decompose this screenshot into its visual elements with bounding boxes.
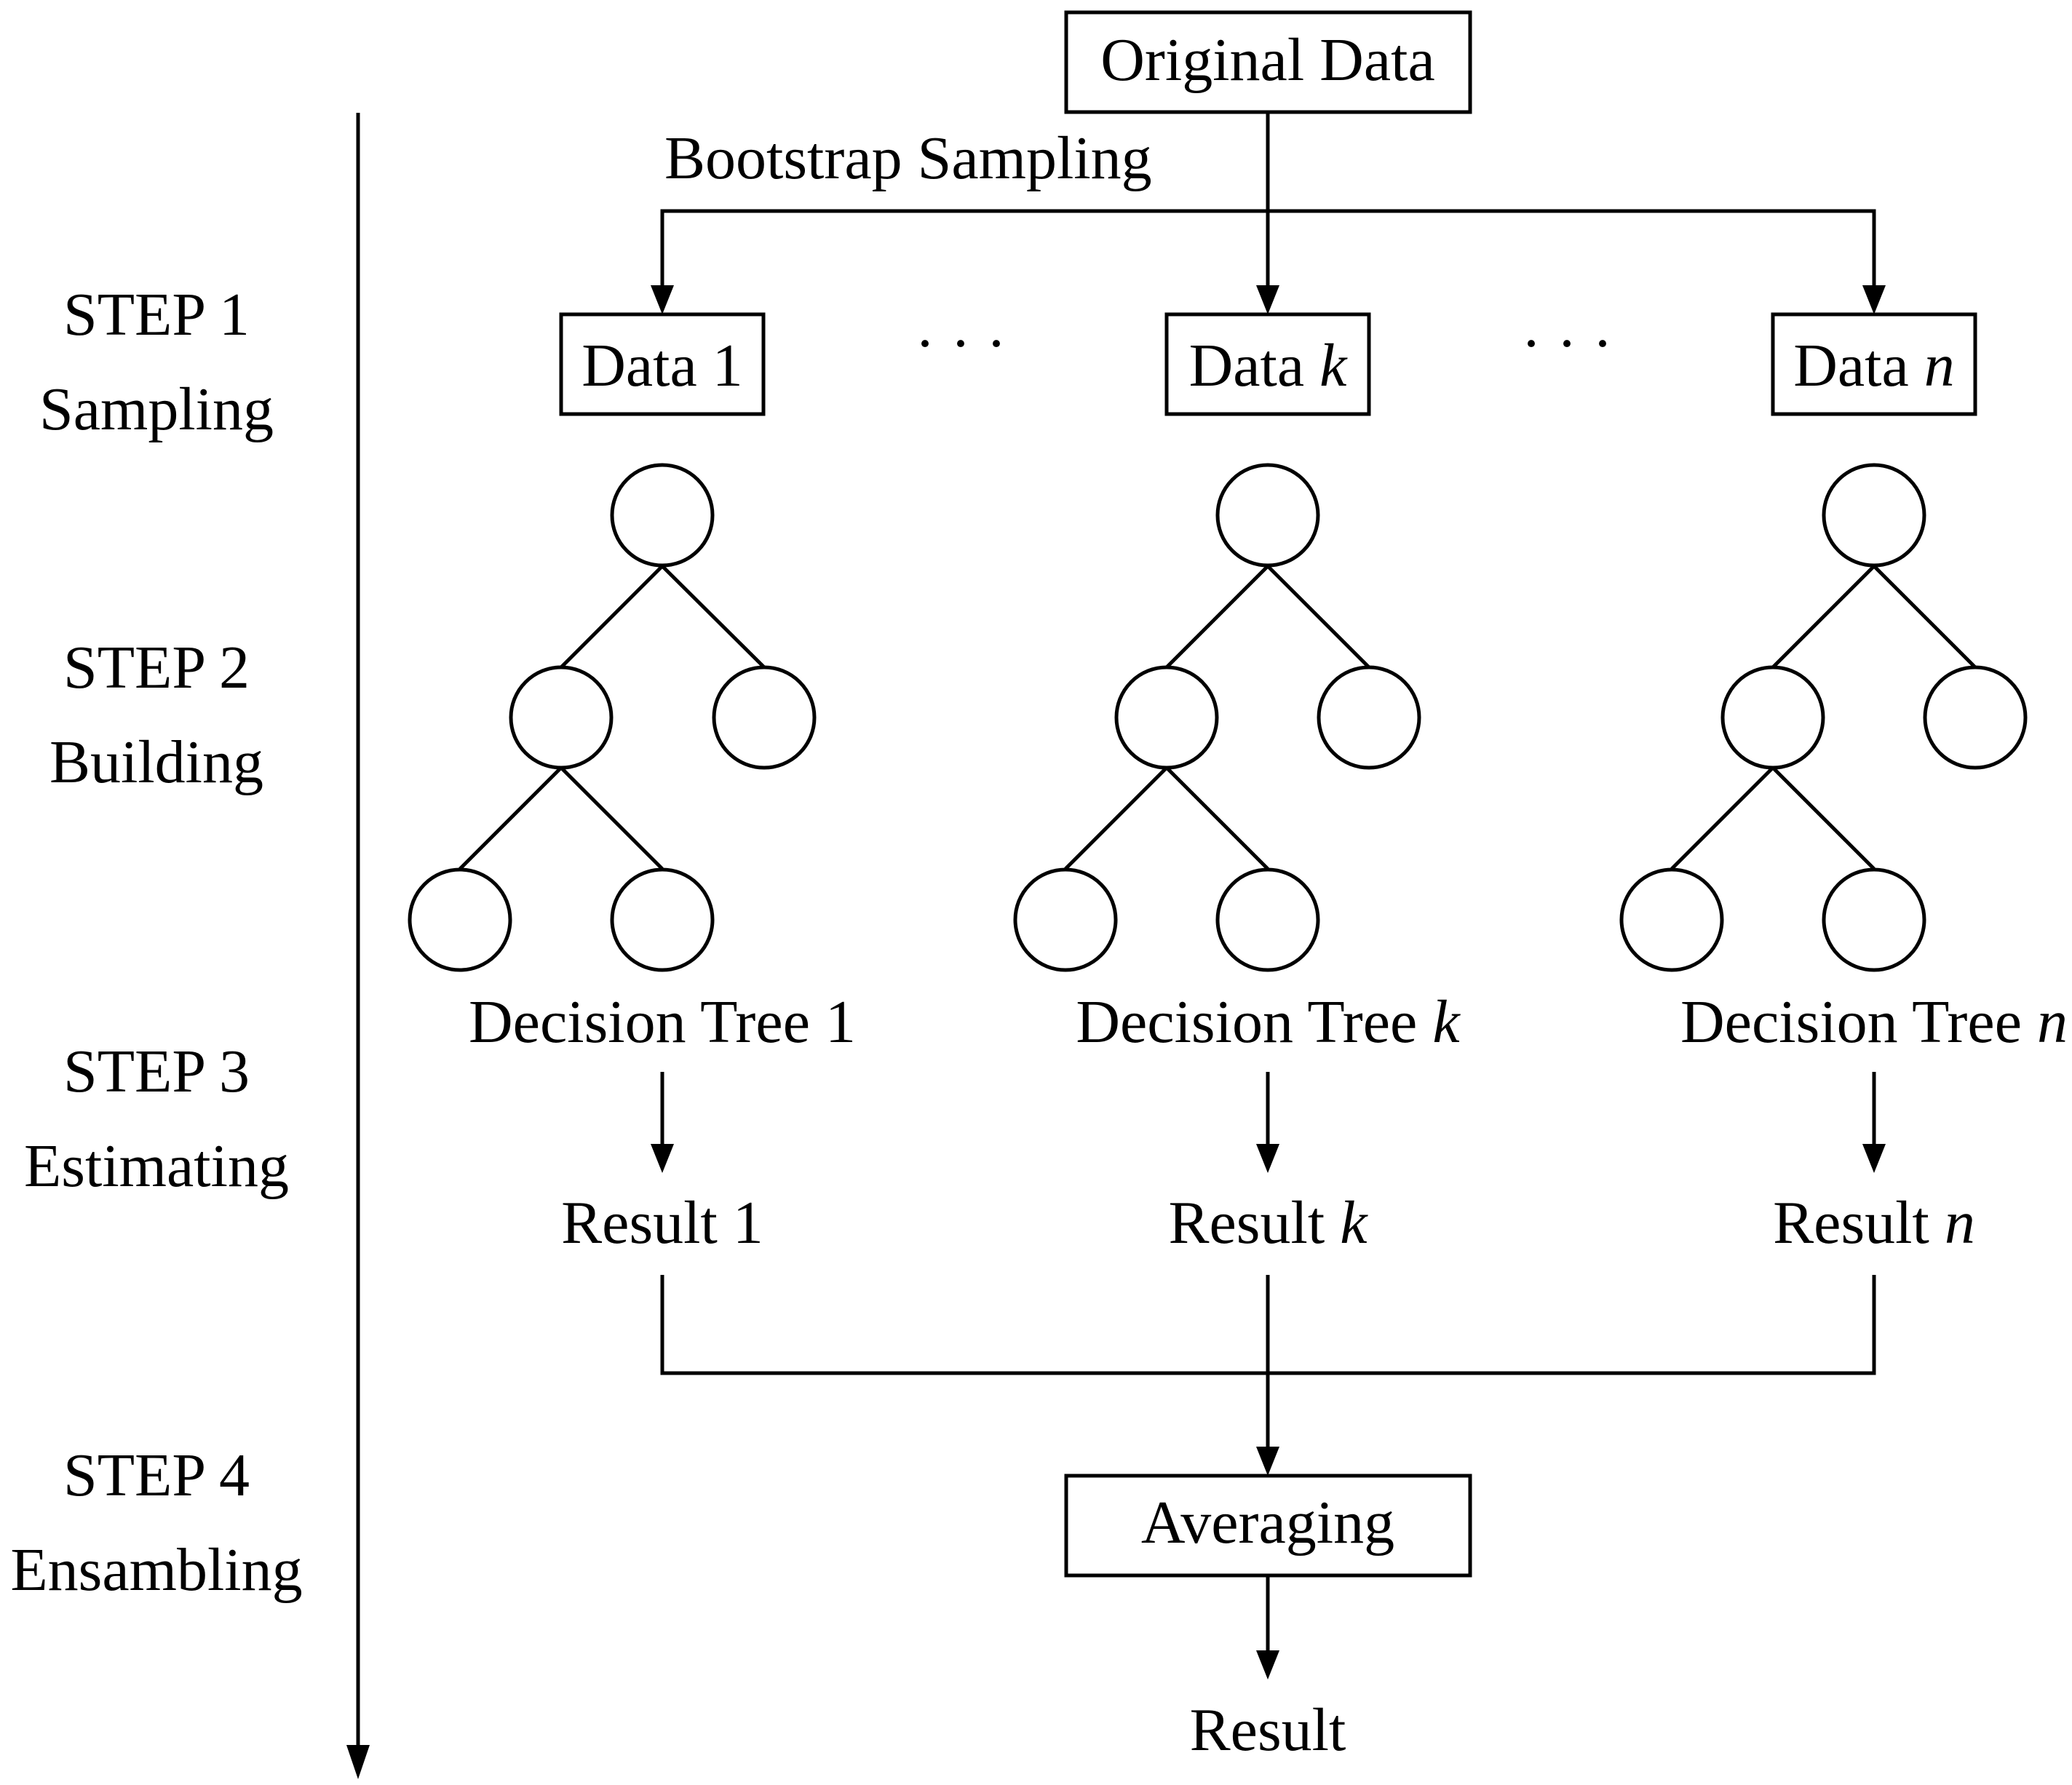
arrowhead-to-result-k — [1256, 1144, 1279, 1173]
arrowhead-to-data-1 — [651, 285, 674, 314]
tree-leaf-node — [610, 867, 715, 972]
decision-tree-k-index: k — [1432, 988, 1461, 1056]
tree-edge — [560, 766, 664, 870]
tree-leaf-node — [1619, 867, 1724, 972]
arrowhead-to-averaging — [1256, 1447, 1279, 1476]
data-n-index: n — [1924, 332, 1955, 399]
tree-internal-node — [509, 665, 614, 770]
tree-leaf-node — [1317, 665, 1421, 770]
ellipsis-left: · · · — [915, 310, 1007, 378]
tree-leaf-node — [712, 665, 817, 770]
tree-edge — [1771, 565, 1875, 669]
tree-internal-node — [1114, 665, 1219, 770]
tree-edge — [1165, 565, 1269, 669]
original-data-label: Original Data — [1100, 26, 1435, 94]
tree-edge — [1266, 565, 1370, 669]
tree-leaf-node — [1013, 867, 1118, 972]
decision-tree-n — [1619, 463, 2028, 972]
decision-tree-n-label: Decision Tree n — [1680, 988, 2068, 1056]
arrowhead-to-final-result — [1256, 1650, 1279, 1679]
data-k-index: k — [1319, 332, 1348, 399]
averaging-label: Averaging — [1141, 1489, 1394, 1557]
decision-tree-k-label: Decision Tree k — [1076, 988, 1461, 1056]
step-2-name: Building — [49, 728, 263, 796]
tree-edge — [661, 565, 766, 669]
arrowhead-to-result-1 — [651, 1144, 674, 1173]
data-1-box — [559, 312, 766, 416]
tree-edge — [1064, 766, 1168, 870]
bootstrap-sampling-label: Bootstrap Sampling — [664, 124, 1152, 192]
tree-edge — [1771, 766, 1875, 870]
decision-tree-1-index: 1 — [825, 988, 856, 1056]
result-n-label: Result n — [1773, 1189, 1975, 1257]
result-n-index: n — [1945, 1189, 1975, 1257]
result-k-label: Result k — [1169, 1189, 1369, 1257]
data-n-box — [1771, 312, 1977, 416]
tree-edge — [1165, 766, 1269, 870]
tree-root-node — [610, 463, 715, 568]
ellipsis-right: · · · — [1521, 310, 1613, 378]
tree-leaf-node — [1923, 665, 2028, 770]
step-4-name: Ensambling — [10, 1536, 302, 1604]
tree-leaf-node — [408, 867, 512, 972]
decision-tree-k — [1013, 463, 1421, 972]
data-n-label: Data n — [1793, 332, 1955, 399]
decision-tree-n-index: n — [2037, 988, 2068, 1056]
tree-edge — [1873, 565, 1977, 669]
bootstrap-branch-connector — [660, 209, 1876, 287]
result-1-label: Result 1 — [561, 1189, 763, 1257]
process-timeline-arrowhead — [346, 1745, 370, 1779]
step-1-name: Sampling — [39, 375, 274, 443]
result-1-index: 1 — [733, 1189, 763, 1257]
tree-leaf-node — [1215, 867, 1320, 972]
tree-root-node — [1822, 463, 1926, 568]
step-3-name: Estimating — [24, 1132, 289, 1200]
data-k-label: Data k — [1189, 332, 1349, 399]
tree-internal-node — [1720, 665, 1825, 770]
data-1-label: Data 1 — [581, 332, 743, 399]
data-1-index: 1 — [713, 332, 743, 399]
tree-leaf-node — [1822, 867, 1926, 972]
arrowhead-to-data-k — [1256, 285, 1279, 314]
data-k-box — [1164, 312, 1371, 416]
arrowhead-to-data-n — [1862, 285, 1886, 314]
result-k-index: k — [1340, 1189, 1368, 1257]
tree-edge — [459, 766, 563, 870]
decision-tree-1 — [408, 463, 817, 972]
arrowhead-to-result-n — [1862, 1144, 1886, 1173]
averaging-box — [1064, 1474, 1472, 1578]
decision-tree-1-label: Decision Tree 1 — [469, 988, 856, 1056]
final-result-label: Result — [1190, 1696, 1346, 1764]
step-3-number: STEP 3 — [63, 1038, 250, 1105]
step-2-number: STEP 2 — [63, 634, 250, 701]
tree-root-node — [1215, 463, 1320, 568]
step-1-number: STEP 1 — [63, 281, 250, 349]
tree-edge — [1670, 766, 1774, 870]
tree-edge — [560, 565, 664, 669]
step-4-number: STEP 4 — [63, 1442, 250, 1509]
